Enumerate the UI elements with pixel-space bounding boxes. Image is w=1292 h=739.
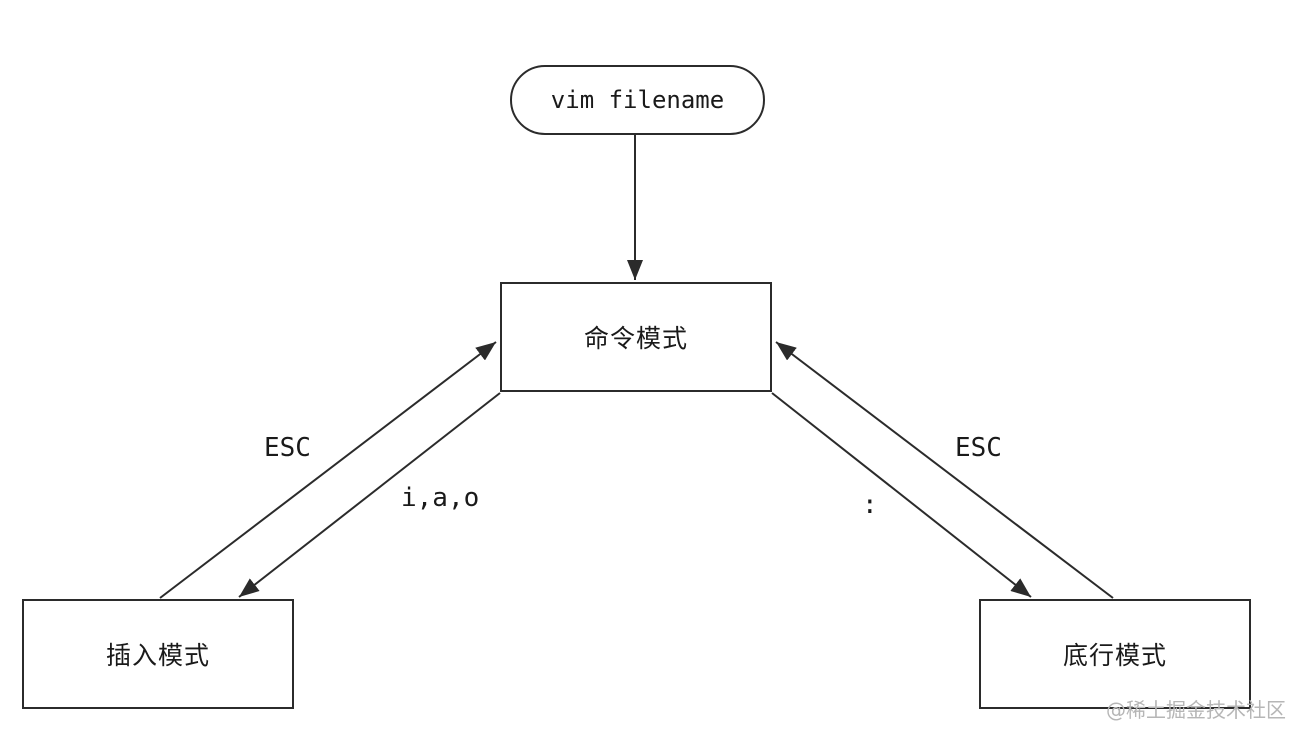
node-command-mode: 命令模式 <box>500 282 772 392</box>
node-vim-filename: vim filename <box>510 65 765 135</box>
edge-label-esc-lastline: ESC <box>955 433 1002 463</box>
arrow-lastline-to-command <box>775 341 1114 599</box>
arrow-insert-to-command <box>159 341 497 599</box>
arrow-command-to-lastline <box>771 392 1032 598</box>
node-lastline-mode: 底行模式 <box>979 599 1251 709</box>
node-command-mode-label: 命令模式 <box>583 324 688 353</box>
edge-label-colon: : <box>862 490 878 520</box>
node-vim-filename-label: vim filename <box>550 86 725 114</box>
node-insert-mode-label: 插入模式 <box>105 641 210 670</box>
edge-label-iao: i,a,o <box>401 483 480 513</box>
arrow-command-to-insert <box>238 392 501 598</box>
node-insert-mode: 插入模式 <box>22 599 294 709</box>
node-lastline-mode-label: 底行模式 <box>1062 641 1167 670</box>
watermark: @稀土掘金技术社区 <box>1106 698 1286 722</box>
edge-label-esc-insert: ESC <box>264 433 311 463</box>
